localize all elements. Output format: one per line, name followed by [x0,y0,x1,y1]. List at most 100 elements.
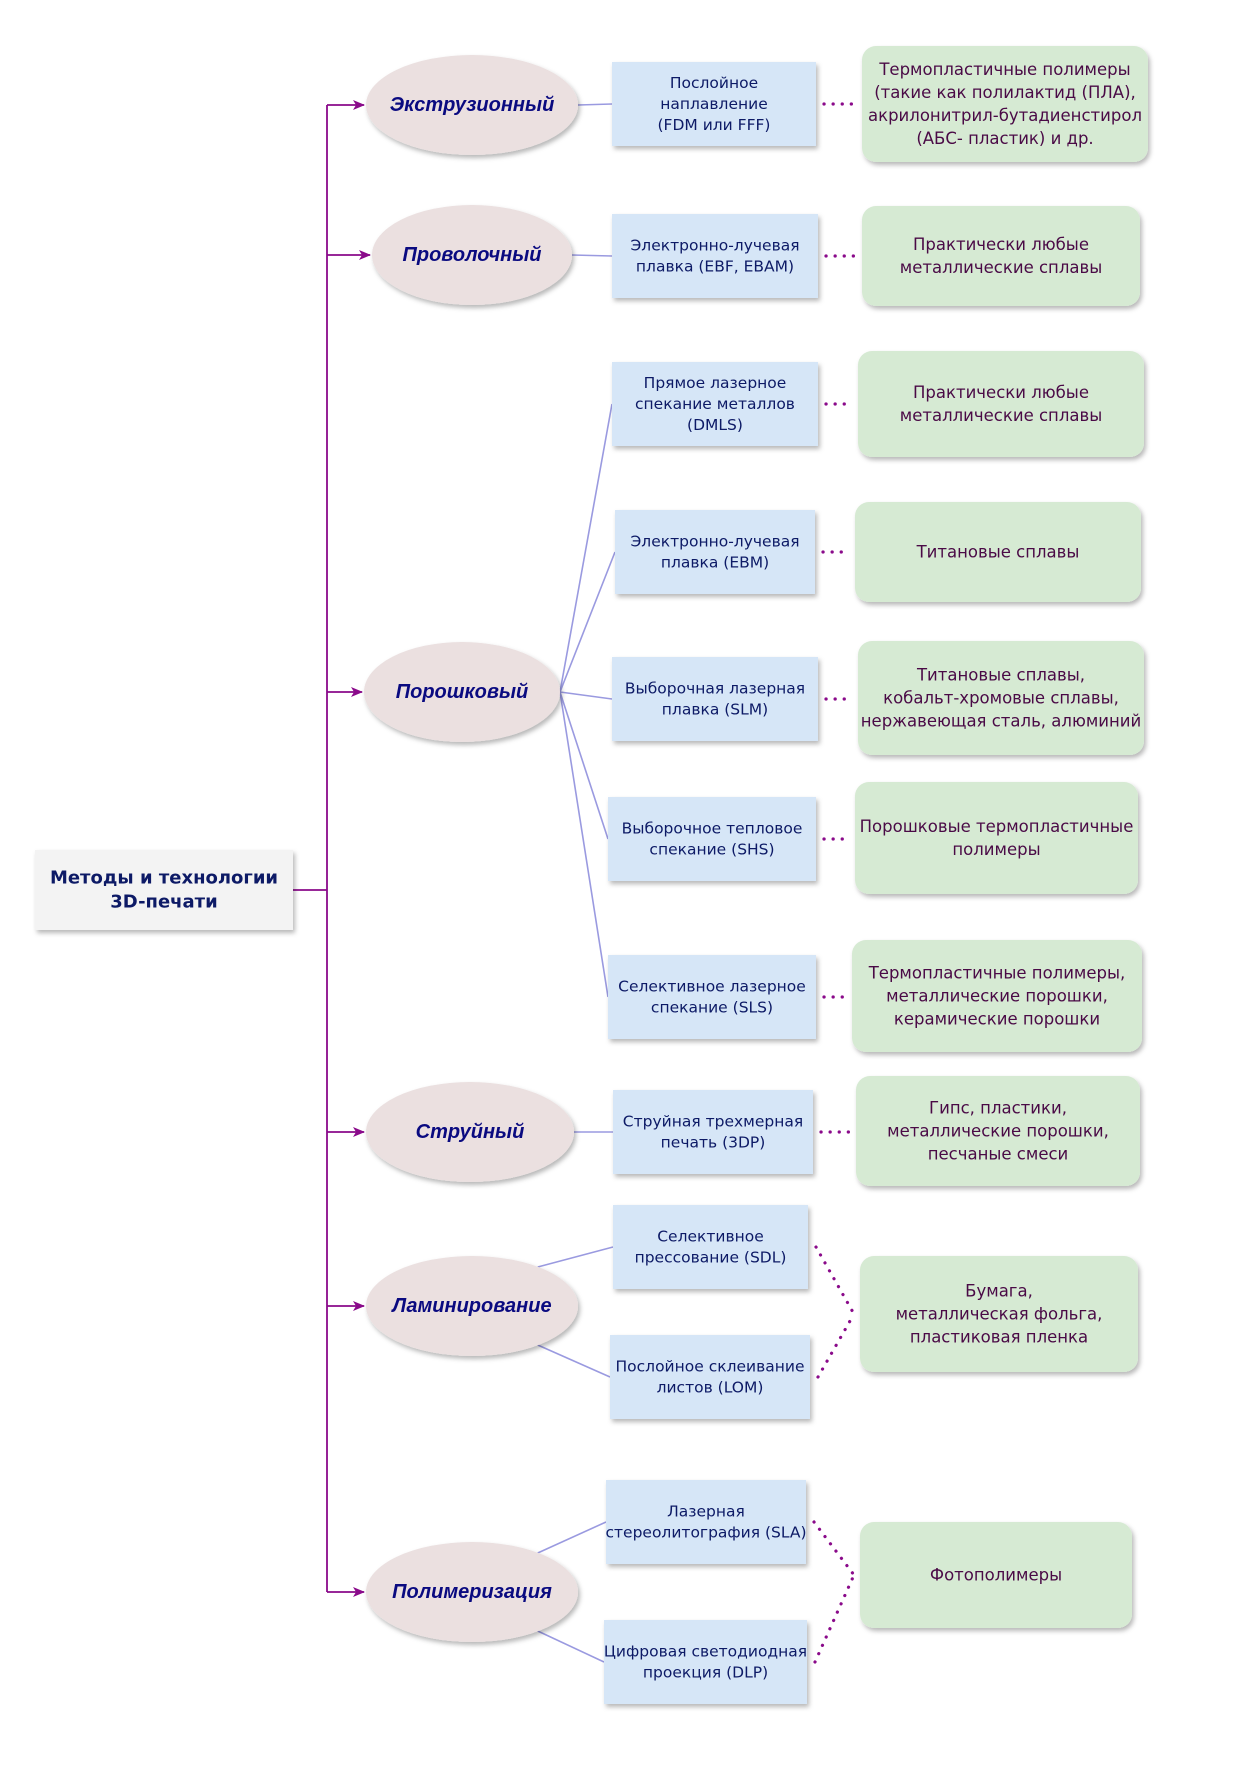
materials-jet-box [856,1076,1140,1186]
materials-extrusion: Термопластичные полимеры(такие как полил… [862,46,1148,162]
method-node-powder: Порошковый [364,642,560,742]
materials-powder-0-text-line: Практически любые [913,383,1089,402]
technology-polymerization-0-box [606,1480,806,1564]
technology-lamination-0-box [613,1205,808,1289]
method-label: Проволочный [402,244,541,266]
branch-powder-3 [559,691,609,840]
technology-powder-1: Электронно-лучевая плавка (EBM) [615,510,815,594]
technology-powder-1-text-line: Электронно-лучевая [630,533,799,551]
technology-wire-0-text-line: плавка (EBF, EBAM) [636,258,794,276]
branch-powder-0 [559,403,613,693]
technology-lamination-1-text-line: листов (LOM) [657,1379,764,1397]
materials-powder-0-box [858,351,1144,457]
technology-lamination-0-text-line: Селективное [657,1228,764,1246]
materials-extrusion-text-line: (такие как полилактид (ПЛА), [874,83,1136,102]
materials-powder-1-text: Титановые сплавы [916,543,1080,562]
root-label-line: 3D-печати [110,892,217,913]
materials-jet-text: Гипс, пластики,металлические порошки,пес… [887,1099,1109,1164]
materials-polymerization-box [860,1522,1132,1628]
materials-jet-text-line: песчаные смеси [928,1145,1069,1164]
technology-jet-0-text-line: печать (3DP) [661,1134,766,1152]
branch-polymerization-1 [537,1630,605,1663]
materials-wire-box [862,206,1140,306]
root-node: Методы и технологии 3D-печати [35,850,293,930]
technology-polymerization-1-text-line: Цифровая светодиодная [604,1643,807,1661]
materials-powder-1: Титановые сплавы [855,502,1141,602]
materials-lamination-box [860,1256,1138,1372]
technology-polymerization-1-text-line: проекция (DLP) [643,1664,768,1682]
technology-jet-0-text: Струйная трехмерная печать (3DP) [623,1113,803,1152]
method-label: Ламинирование [390,1295,551,1317]
materials-extrusion-text-line: (АБС- пластик) и др. [916,129,1093,148]
materials-powder-4-box [852,940,1142,1052]
method-ellipse [366,1256,578,1356]
technology-powder-0-box [612,362,818,446]
technology-lamination-1-text-line: Послойное склеивание [616,1358,805,1376]
materials-powder-4-text-line: керамические порошки [894,1010,1100,1029]
materials-jet: Гипс, пластики,металлические порошки,пес… [856,1076,1140,1186]
technology-powder-4-box [608,955,816,1039]
method-label: Струйный [416,1121,525,1143]
materials-powder-1-text-line: Титановые сплавы [916,543,1080,562]
materials-powder-2-text-line: кобальт-хромовые сплавы, [883,689,1119,708]
materials-powder-4-text-line: металлические порошки, [886,987,1108,1006]
technology-powder-1-text: Электронно-лучевая плавка (EBM) [630,533,799,572]
technology-powder-2-text-line: Выборочная лазерная [625,680,805,698]
technology-lamination-1-text: Послойное склеивание листов (LOM) [616,1358,805,1397]
materials-jet-text-line: Гипс, пластики, [929,1099,1067,1118]
technology-jet-0-box [613,1090,813,1174]
method-node-polymerization: Полимеризация [366,1542,578,1642]
dotted-link-polymerization-1 [813,1573,856,1664]
technology-extrusion-0-text-line: (FDM или FFF) [658,116,771,134]
branch-lamination-0 [537,1246,614,1268]
branch-polymerization-0 [537,1521,607,1554]
materials-powder-2-text: Титановые сплавы, кобальт-хромовые сплавы… [861,666,1141,731]
method-node-wire: Проволочный [372,205,572,305]
materials-powder-2-box [858,641,1144,755]
root-label: Методы и технологии 3D-печати [50,868,278,913]
method-ellipse [366,1082,574,1182]
technology-powder-1-text-line: плавка (EBM) [661,554,769,572]
technology-lamination-0-text-line: прессование (SDL) [635,1249,787,1267]
materials-powder-1-box [855,502,1141,602]
technology-polymerization-1-box [604,1620,807,1704]
root-label-line: Методы и технологии [50,868,278,889]
node-layer: Методы и технологии 3D-печати Экструзионны… [35,46,1148,1704]
method-ellipse [364,642,560,742]
technology-lamination-1: Послойное склеивание листов (LOM) [610,1335,810,1419]
technology-jet-0: Струйная трехмерная печать (3DP) [613,1090,813,1174]
method-ellipse [372,205,572,305]
materials-powder-4-text-line: Термопластичные полимеры, [868,964,1126,983]
materials-powder-3-text-line: полимеры [952,840,1040,859]
technology-jet-0-text-line: Струйная трехмерная [623,1113,803,1131]
materials-lamination-text-line: металлическая фольга, [896,1305,1103,1324]
technology-powder-4-text-line: спекание (SLS) [651,999,773,1017]
materials-powder-2: Титановые сплавы, кобальт-хромовые сплавы… [858,641,1144,755]
materials-powder-2-text-line: Титановые сплавы, [916,666,1085,685]
technology-extrusion-0-box [612,62,816,146]
technology-powder-0-text-line: Прямое лазерное [644,374,787,392]
method-label: Экструзионный [390,94,555,116]
root-box [35,850,293,930]
materials-powder-0-text-line: металлические сплавы [900,406,1102,425]
technology-lamination-0-text: Селективное прессование (SDL) [635,1228,787,1267]
materials-lamination-text: Бумага,металлическая фольга,пластиковая … [896,1282,1103,1347]
materials-extrusion-box [862,46,1148,162]
materials-wire-text-line: Практически любые [913,235,1089,254]
technology-powder-3-text-line: спекание (SHS) [649,841,774,859]
materials-lamination: Бумага,металлическая фольга,пластиковая … [860,1256,1138,1372]
branch-powder-1 [559,551,616,693]
technology-powder-0-text-line: (DMLS) [687,416,743,434]
method-ellipse [366,1542,578,1642]
